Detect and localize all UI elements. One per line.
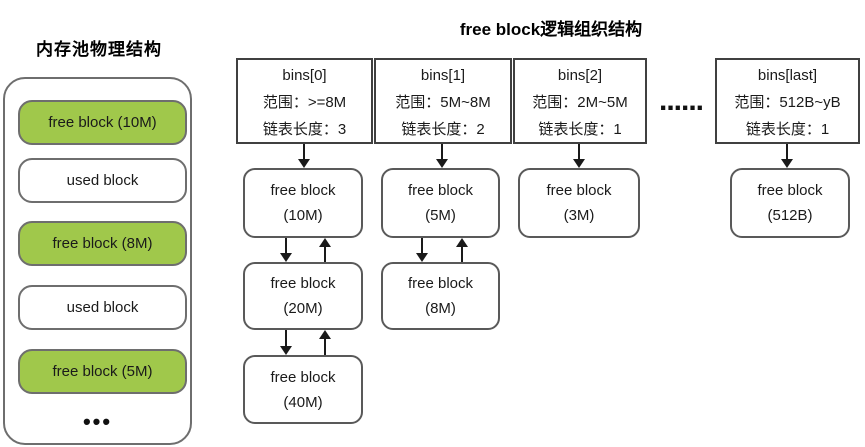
node-size: (512B) — [767, 207, 813, 224]
node-label: free block — [757, 182, 823, 199]
bin-range: 范围：2M~5M — [532, 94, 628, 111]
free-block-node-3m: free block (3M) — [518, 168, 640, 238]
free-block-node-5m: free block (5M) — [381, 168, 500, 238]
down-arrow-icon — [436, 144, 448, 168]
bin-header-2: bins[2] 范围：2M~5M 链表长度：1 — [513, 58, 647, 144]
node-label: free block — [546, 182, 612, 199]
pool-block-used-2: used block — [18, 285, 187, 330]
node-label: free block — [407, 182, 474, 199]
bin-range: 范围：512B~yB — [734, 94, 841, 111]
bin-header-1: bins[1] 范围：5M~8M 链表长度：2 — [374, 58, 512, 144]
down-arrow-icon — [416, 238, 428, 262]
free-block-node-10m: free block (10M) — [243, 168, 363, 238]
down-arrow-icon — [298, 144, 310, 168]
up-arrow-icon — [319, 330, 331, 355]
bin-header-last: bins[last] 范围：512B~yB 链表长度：1 — [715, 58, 860, 144]
node-label: free block — [270, 182, 336, 199]
free-block-structure-title: free block逻辑组织结构 — [459, 20, 643, 39]
bin-title: bins[1] — [420, 67, 466, 84]
free-block-node-40m: free block (40M) — [243, 355, 363, 424]
node-label: free block — [407, 275, 474, 292]
bins-ellipsis: ...... — [658, 84, 704, 117]
up-arrow-icon — [456, 238, 468, 262]
node-label: free block — [270, 275, 336, 292]
pool-block-used-1: used block — [18, 158, 187, 203]
node-label: free block — [270, 368, 336, 386]
free-block-node-512b: free block (512B) — [730, 168, 850, 238]
memory-pool-container: free block (10M) used block free block (… — [3, 77, 192, 445]
node-size: (5M) — [425, 207, 456, 224]
down-arrow-icon — [280, 330, 292, 355]
down-arrow-icon — [781, 144, 793, 168]
bin-title: bins[last] — [757, 67, 818, 84]
bin-title: bins[2] — [557, 67, 603, 84]
bin-range: 范围：5M~8M — [395, 94, 491, 111]
bin-list-length: 链表长度：1 — [745, 121, 830, 138]
pool-ellipsis: ••• — [82, 409, 113, 434]
bin-title: bins[0] — [282, 67, 327, 84]
down-arrow-icon — [280, 238, 292, 262]
pool-block-free-8m: free block (8M) — [18, 221, 187, 266]
node-size: (20M) — [283, 300, 323, 317]
pool-block-free-5m: free block (5M) — [18, 349, 187, 394]
pool-block-free-10m: free block (10M) — [18, 100, 187, 145]
up-arrow-icon — [319, 238, 331, 262]
node-size: (3M) — [563, 207, 595, 224]
node-size: (40M) — [283, 393, 323, 411]
node-size: (10M) — [283, 207, 323, 224]
bin-list-length: 链表长度：1 — [538, 121, 622, 138]
down-arrow-icon — [573, 144, 585, 168]
memory-pool-title: 内存池物理结构 — [36, 40, 162, 59]
node-size: (8M) — [425, 300, 456, 317]
bin-header-0: bins[0] 范围：>=8M 链表长度：3 — [236, 58, 373, 144]
bin-range: 范围：>=8M — [262, 94, 347, 111]
free-block-node-8m: free block (8M) — [381, 262, 500, 330]
bin-list-length: 链表长度：2 — [401, 121, 485, 138]
bin-list-length: 链表长度：3 — [262, 121, 347, 138]
free-block-node-20m: free block (20M) — [243, 262, 363, 330]
